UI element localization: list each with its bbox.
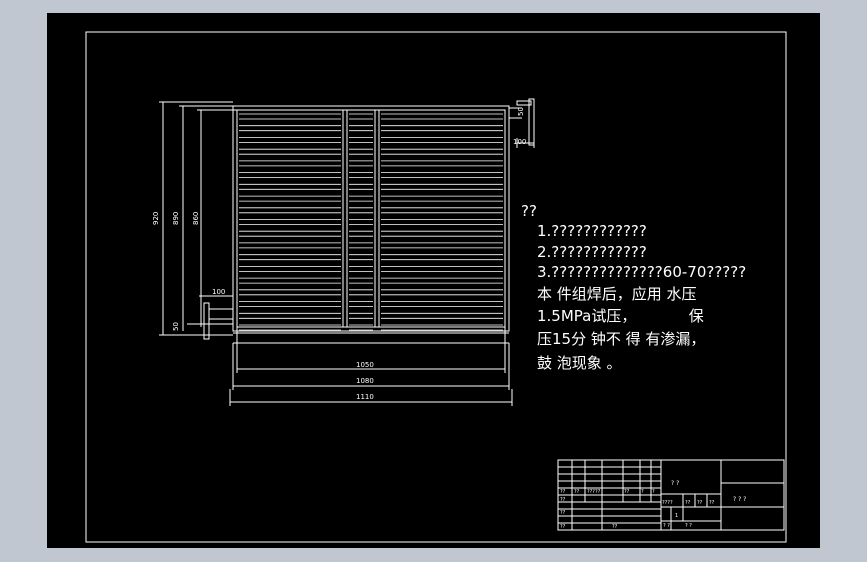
dim-890: 890 — [172, 212, 180, 225]
note-line-5: 1.5MPa试压， 保 — [537, 307, 704, 325]
tb-r3: ?? — [560, 510, 566, 516]
horizontal-dimensions — [229, 327, 513, 406]
title-block-text: ? ? ? ? ? ?? ?? ????? ?? ? ? ?? ?? ?? ??… — [560, 480, 746, 530]
note-line-2: 2.???????????? — [537, 243, 647, 261]
note-line-4: 本 件组焊后，应用 水压 — [537, 285, 697, 303]
tb-r1-3: ?? — [624, 489, 630, 495]
note-line-6: 压15分 钟不 得 有渗漏， — [537, 330, 706, 348]
drawing-sheet: 1050 1080 1110 920 890 860 100 50 100 50 — [47, 13, 820, 548]
dim-1080: 1080 — [356, 377, 374, 385]
tb-bottom-1: ? ? — [685, 523, 692, 529]
tb-r1-2: ????? — [587, 489, 601, 495]
note-line-7: 鼓 泡现象 。 — [537, 354, 622, 372]
note-line-3: 3.??????????????60-70????? — [537, 263, 747, 281]
vertical-dimensions — [159, 101, 237, 336]
radiator-fins — [239, 113, 503, 331]
notes-heading: ?? — [521, 202, 537, 220]
tb-r1-4: ? — [641, 489, 644, 495]
pipe-connections — [187, 98, 535, 340]
title-block — [557, 459, 785, 531]
dimension-labels: 1050 1080 1110 920 890 860 100 50 100 50 — [152, 107, 526, 401]
tb-r1-1: ?? — [574, 489, 580, 495]
title-cell-right: ? ? ? — [733, 496, 746, 503]
tb-mid-0: ???? — [662, 500, 673, 506]
tb-mid2: 1 — [675, 513, 678, 519]
drawing-border — [85, 31, 787, 543]
tb-mid-1: ?? — [685, 500, 691, 506]
dim-100-top: 100 — [513, 138, 526, 146]
tb-r4-0: ?? — [560, 524, 566, 530]
note-line-1: 1.???????????? — [537, 222, 647, 240]
dim-50-bottom: 50 — [172, 322, 180, 331]
dim-50-top: 50 — [517, 107, 525, 116]
dim-1110: 1110 — [356, 393, 374, 401]
tb-r2: ?? — [560, 497, 566, 503]
dim-920: 920 — [152, 212, 160, 225]
tb-r1-5: ? — [652, 489, 655, 495]
title-cell: ? ? — [671, 480, 679, 487]
tb-r1-0: ?? — [560, 489, 566, 495]
tb-bottom-0: ? ? — [663, 523, 670, 529]
dim-860: 860 — [192, 212, 200, 225]
tb-mid-3: ?? — [709, 500, 715, 506]
cad-drawing: 1050 1080 1110 920 890 860 100 50 100 50 — [85, 31, 787, 543]
radiator-plan — [232, 105, 510, 344]
dim-1050: 1050 — [356, 361, 374, 369]
tb-mid-2: ?? — [697, 500, 703, 506]
tb-r4-1: ?? — [612, 524, 618, 530]
dim-100-bottom: 100 — [212, 288, 225, 296]
